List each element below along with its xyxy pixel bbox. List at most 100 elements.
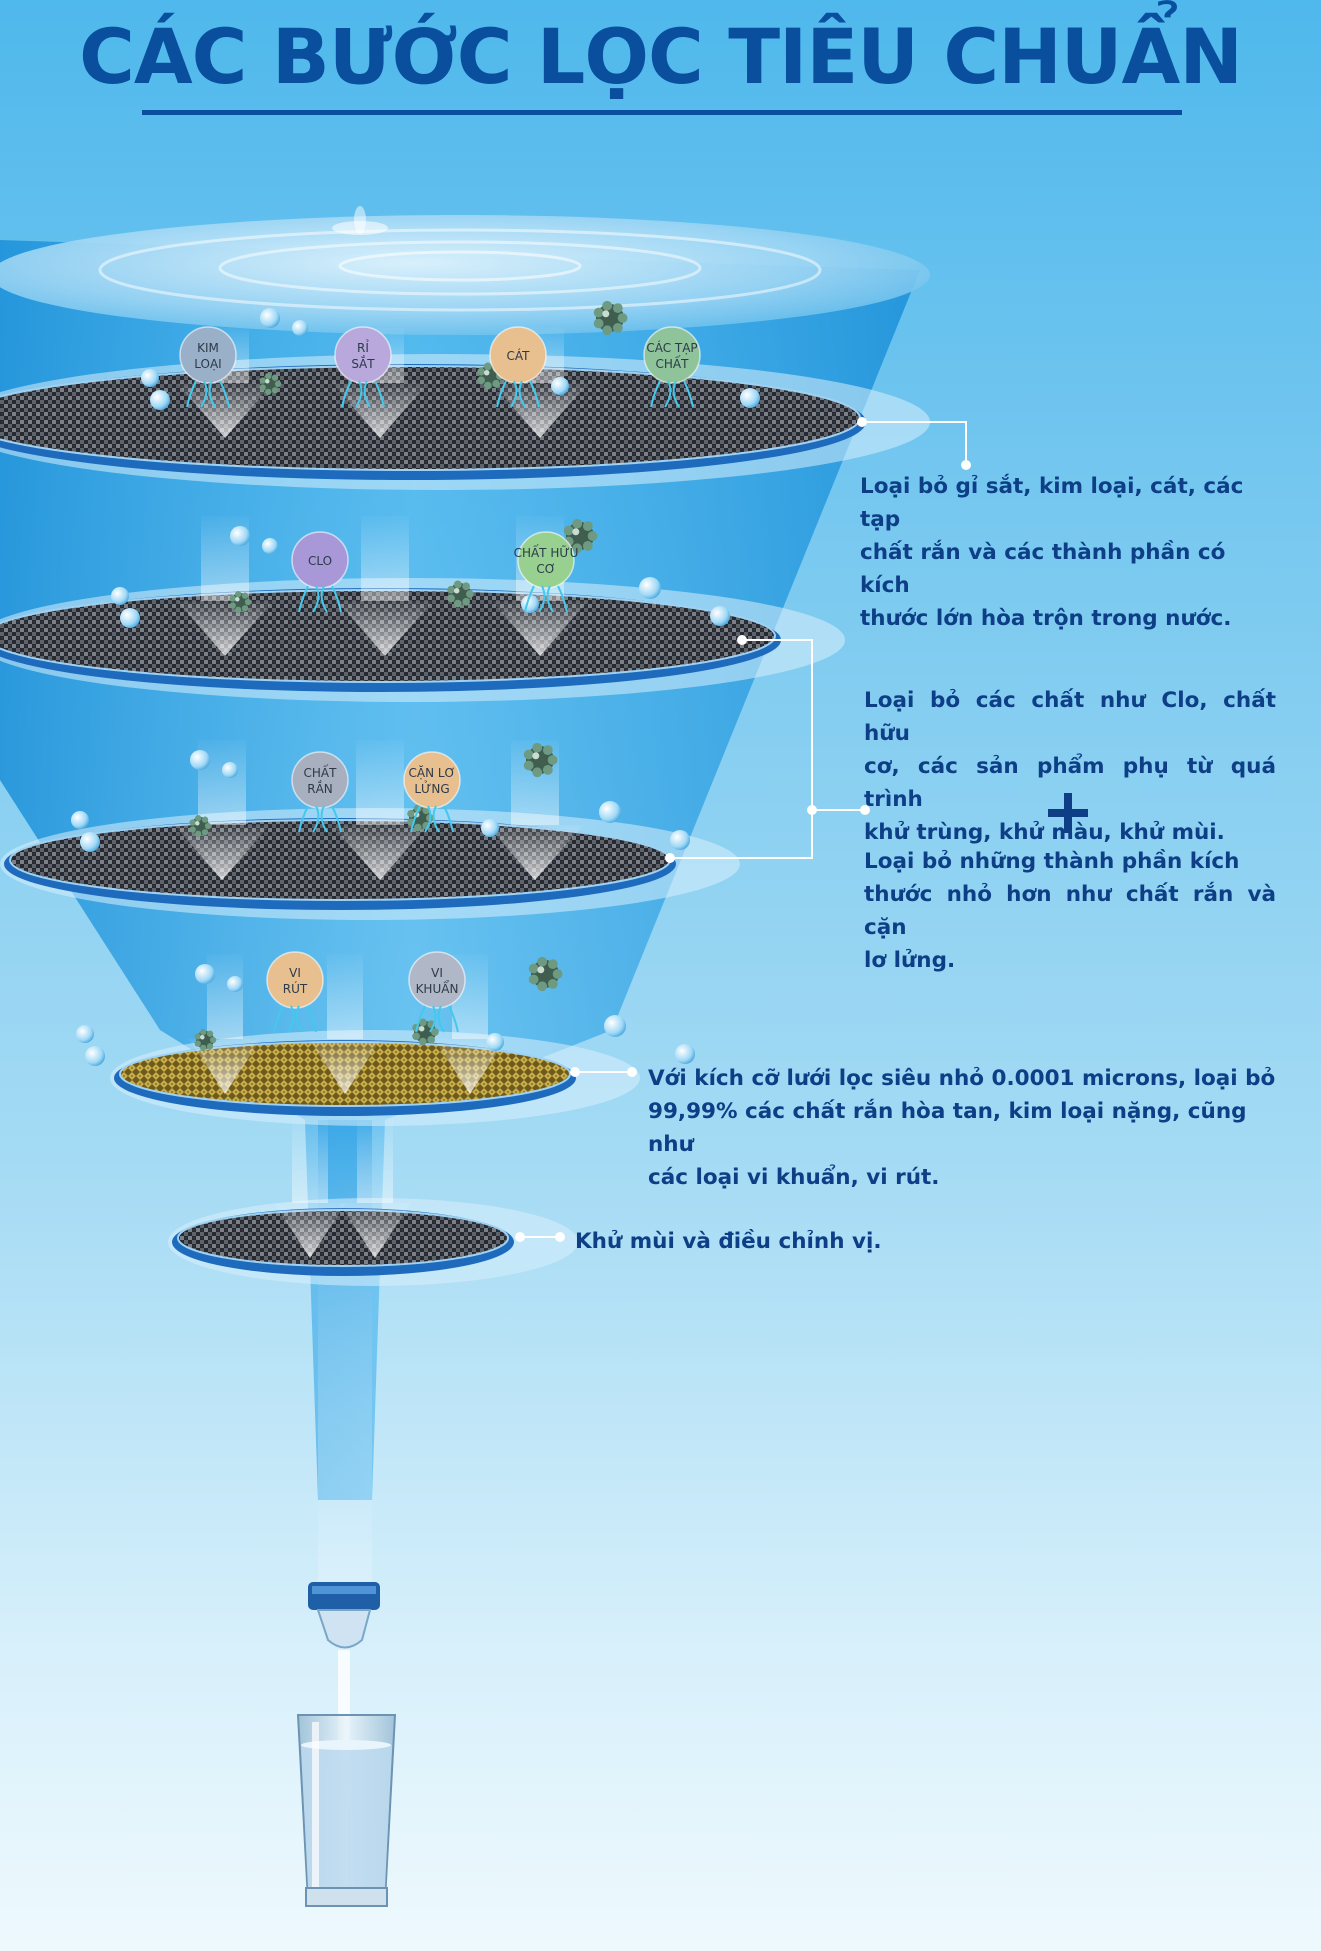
water-bubble-icon — [604, 1015, 626, 1037]
step5-description: Khử mùi và điều chỉnh vị. — [575, 1229, 882, 1254]
page-title: CÁC BƯỚC LỌC TIÊU CHUẨN — [79, 12, 1243, 101]
water-bubble-icon — [120, 608, 140, 628]
contaminant-label-text: RẮN — [307, 780, 333, 796]
step4-description: Với kích cỡ lưới lọc siêu nhỏ 0.0001 mic… — [648, 1066, 1276, 1190]
contaminant-label-text: LOẠI — [194, 357, 221, 371]
water-bubble-icon — [260, 308, 280, 328]
bacteria-icon — [523, 742, 558, 778]
water-bubble-icon — [195, 964, 215, 984]
flow-arrow-icon — [309, 1039, 381, 1094]
contaminant-label-text: KHUẨN — [416, 980, 459, 996]
water-bubble-icon — [85, 1046, 105, 1066]
flow-arrow-icon — [174, 825, 270, 880]
contaminant-label-text: CƠ — [536, 562, 555, 576]
contaminant-label-text: CÁC TẠP — [646, 340, 697, 355]
bacteria-icon — [528, 956, 563, 992]
contaminant-label-text: RÚT — [283, 981, 308, 996]
bacteria-icon — [189, 814, 212, 838]
flow-arrow-icon — [492, 601, 588, 656]
title-underline — [142, 110, 1182, 115]
flow-arrow-shaft — [356, 740, 404, 825]
water-bubble-icon — [486, 1033, 504, 1051]
water-glass-icon — [296, 1714, 397, 1907]
water-bubble-icon — [551, 377, 569, 395]
contaminant-label-text: CẶN LƠ — [408, 765, 455, 780]
bacteria-icon — [194, 1028, 217, 1052]
water-bubble-icon — [292, 320, 308, 336]
bacteria-icon — [563, 518, 598, 554]
contaminant-label-text: LỬNG — [414, 780, 449, 796]
contaminant-label: KIM LOẠI — [179, 326, 237, 408]
flow-arrow-shaft — [361, 516, 409, 601]
water-bubble-icon — [141, 369, 159, 387]
contaminant-label-text: VI — [289, 966, 301, 980]
flow-arrow-icon — [434, 1039, 506, 1094]
water-bubble-icon — [740, 388, 760, 408]
water-bubble-icon — [262, 538, 278, 554]
water-bubble-icon — [670, 830, 690, 850]
flow-arrow-shaft — [327, 954, 363, 1039]
water-bubble-icon — [222, 762, 238, 778]
contaminant-label-text: CLO — [308, 554, 332, 568]
flow-arrow-icon — [177, 601, 273, 656]
bacteria-icon — [593, 300, 628, 336]
flow-arrow-shaft — [357, 1118, 393, 1203]
flow-arrow-icon — [274, 1203, 346, 1258]
bacteria-icon — [229, 590, 252, 614]
water-ripple-icon — [0, 206, 930, 335]
contaminant-label-text: SẮT — [351, 355, 375, 371]
plus-icon — [1040, 785, 1096, 841]
water-bubble-icon — [599, 801, 621, 823]
contaminant-label: CLO — [291, 531, 349, 613]
flow-arrow-icon — [337, 601, 433, 656]
water-bubble-icon — [639, 577, 661, 599]
water-bubble-icon — [150, 390, 170, 410]
flow-arrow-icon — [177, 383, 273, 438]
water-bubble-icon — [80, 832, 100, 852]
contaminant-label: CÁT — [489, 326, 547, 408]
flow-arrow-icon — [487, 825, 583, 880]
water-bubble-icon — [675, 1044, 695, 1064]
water-bubble-icon — [111, 587, 129, 605]
water-bubble-icon — [227, 976, 243, 992]
bacteria-icon — [447, 580, 474, 608]
flow-arrow-icon — [332, 825, 428, 880]
contaminant-label-text: RỈ — [357, 339, 369, 355]
connector-lines — [520, 421, 967, 1238]
contaminant-label-text: CHẤT — [656, 355, 690, 371]
water-bubble-icon — [190, 750, 210, 770]
flow-arrow-shaft — [292, 1118, 328, 1203]
flow-arrow-icon — [339, 1203, 411, 1258]
bacteria-icon — [259, 372, 282, 396]
step3-description: Loại bỏ những thành phần kích thước nhỏ … — [864, 849, 1276, 973]
water-bubble-icon — [481, 819, 499, 837]
contaminant-label-text: KIM — [197, 341, 219, 355]
flow-arrow-icon — [332, 383, 428, 438]
water-bubble-icon — [230, 526, 250, 546]
filter-stage-2: CLO CHẤT HỮU CƠ — [0, 516, 845, 702]
contaminant-label-text: CHẤT — [304, 764, 338, 780]
contaminant-label-text: VI — [431, 966, 443, 980]
water-bubble-icon — [710, 606, 730, 626]
filter-mesh — [178, 1210, 508, 1266]
contaminant-label-text: CÁT — [507, 348, 531, 363]
contaminant-label-text: CHẤT HỮU — [514, 544, 579, 560]
contaminant-label: CHẤT HỮU CƠ — [514, 531, 579, 613]
step2-description: Loại bỏ các chất như Clo, chất hữu cơ, c… — [864, 688, 1276, 845]
flow-arrow-icon — [189, 1039, 261, 1094]
water-bubble-icon — [76, 1025, 94, 1043]
water-bubble-icon — [71, 811, 89, 829]
bacteria-icon — [412, 1018, 439, 1046]
step1-description: Loại bỏ gỉ sắt, kim loại, cát, các tạp c… — [860, 474, 1244, 631]
